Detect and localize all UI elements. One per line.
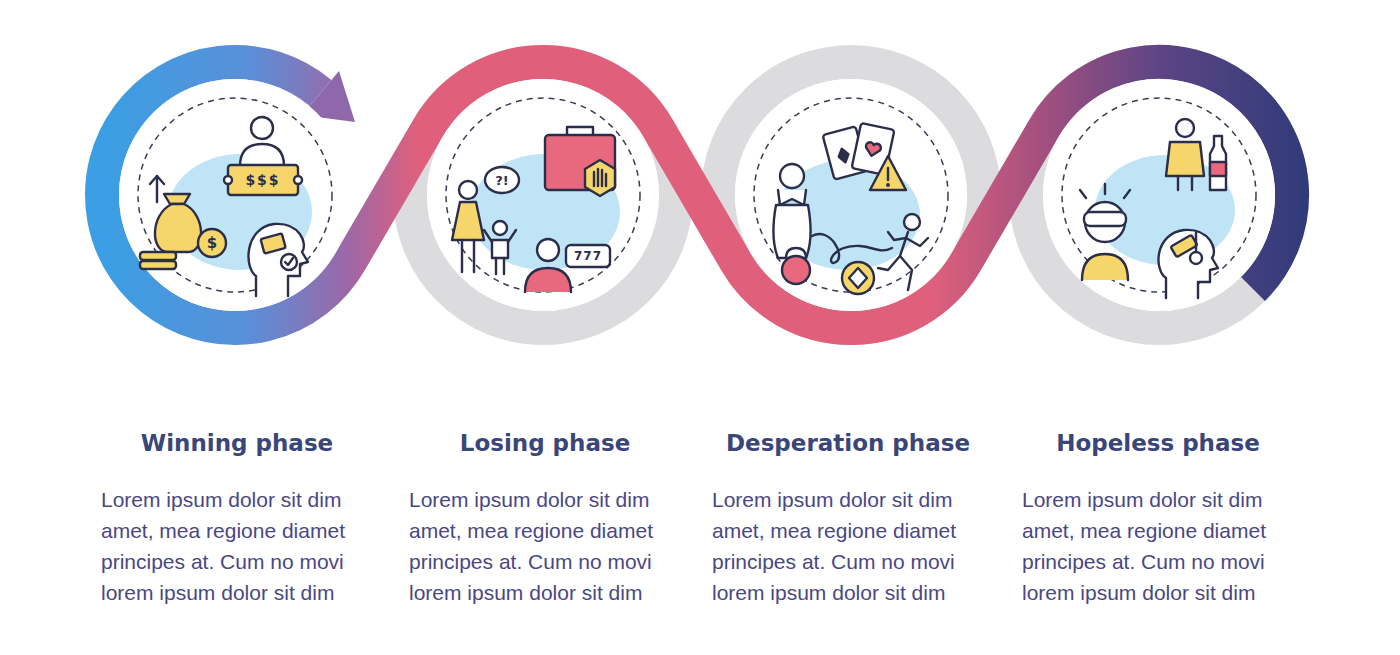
winning-icon-part <box>285 258 293 265</box>
phase-description: Lorem ipsum dolor sit dim amet, mea regi… <box>712 484 984 608</box>
desperation-icon-part <box>888 232 906 240</box>
phase-title: Hopeless phase <box>1022 428 1294 458</box>
phase-block: Losing phaseLorem ipsum dolor sit dim am… <box>409 428 681 608</box>
winning-icon-part <box>249 224 308 296</box>
blob <box>168 154 1235 270</box>
winning-icon <box>140 117 308 296</box>
phase-description: Lorem ipsum dolor sit dim amet, mea regi… <box>101 484 373 608</box>
losing-icon-part <box>503 258 505 274</box>
phase-description: Lorem ipsum dolor sit dim amet, mea regi… <box>1022 484 1294 608</box>
winning-icon-part <box>228 165 298 195</box>
desperation-icon-part <box>906 238 928 246</box>
desperation-icon-part <box>887 168 889 180</box>
desperation-icon-part <box>878 256 900 270</box>
winning-icon-part <box>294 176 302 184</box>
hopeless-icon-part <box>1124 190 1130 198</box>
losing-icon-part <box>594 169 606 186</box>
icon-label: ?! <box>495 174 508 187</box>
winning-icon-part <box>261 233 286 253</box>
phase-block: Hopeless phaseLorem ipsum dolor sit dim … <box>1022 428 1294 608</box>
hopeless-icon-part <box>1195 232 1197 252</box>
hopeless-icon-part <box>1166 142 1204 176</box>
hopeless-icon-part <box>1084 212 1126 226</box>
losing-icon-part <box>485 167 519 193</box>
desperation-icon-part <box>778 190 806 205</box>
winning-icon-part <box>140 252 176 260</box>
winning-icon-part <box>156 176 158 202</box>
hopeless-icon-part <box>1082 254 1128 280</box>
losing-icon-part <box>452 202 484 240</box>
losing-icon-part <box>508 230 516 242</box>
losing-icon-part <box>473 240 475 272</box>
losing-icon-part <box>492 240 508 258</box>
phase-title: Desperation phase <box>712 428 984 458</box>
hopeless-icon-part <box>1191 176 1193 190</box>
icon-label: $$$ <box>245 173 280 187</box>
icon-label: 777 <box>574 250 602 262</box>
winning-icon-part <box>281 254 297 270</box>
losing-icon-part <box>461 240 463 272</box>
hopeless-icon-part <box>1080 190 1086 198</box>
desperation-icon-part <box>837 147 850 163</box>
hopeless-icon-part <box>1190 252 1202 264</box>
desperation-icon-part <box>904 214 920 230</box>
ribbon <box>102 62 1292 328</box>
ribbon-part <box>102 62 1292 328</box>
losing-icon-part <box>537 239 559 261</box>
losing-icon-part <box>525 268 571 292</box>
phase-block: Winning phaseLorem ipsum dolor sit dim a… <box>101 428 373 608</box>
desperation-icon-part <box>780 164 804 188</box>
phase-title: Winning phase <box>101 428 373 458</box>
losing-icon-part <box>493 221 507 235</box>
dashed-circle-part <box>446 98 640 292</box>
winning-icon-part <box>240 144 284 166</box>
losing-icon-part <box>566 245 610 267</box>
losing-icon-part <box>459 181 477 199</box>
desperation-icon <box>773 123 928 294</box>
inner-disc-part <box>735 79 967 311</box>
winning-icon-part <box>140 261 176 269</box>
inner-disc-part <box>1043 79 1275 311</box>
grey-ring <box>410 62 1292 328</box>
phase-block: Desperation phaseLorem ipsum dolor sit d… <box>712 428 984 608</box>
hopeless-icon <box>1080 119 1226 298</box>
hopeless-icon-part <box>1177 176 1179 190</box>
winning-icon-part <box>251 117 273 139</box>
desperation-icon-part <box>842 262 874 294</box>
losing-icon <box>452 127 615 292</box>
hopeless-icon-part <box>1210 162 1226 176</box>
winning-icon-part <box>224 176 232 184</box>
hopeless-icon-part <box>1104 184 1106 194</box>
winning-icon-part <box>198 229 226 257</box>
hopeless-icon-part <box>1210 136 1226 190</box>
inner-disc-part <box>427 79 659 311</box>
phase-title: Losing phase <box>409 428 681 458</box>
losing-icon-part <box>495 258 497 274</box>
icon-label: $ <box>207 236 217 251</box>
hopeless-icon-part <box>1159 230 1218 298</box>
winning-icon-part <box>155 204 201 252</box>
desperation-icon-part <box>887 184 889 186</box>
phase-description: Lorem ipsum dolor sit dim amet, mea regi… <box>409 484 681 608</box>
losing-icon-part <box>484 230 492 242</box>
desperation-icon-part <box>864 142 881 158</box>
inner-disc-part <box>119 79 351 311</box>
winning-icon-part <box>150 176 164 184</box>
desperation-icon-part <box>870 156 906 190</box>
inner-disc <box>119 79 1275 311</box>
desperation-icon-part <box>849 268 867 288</box>
hopeless-icon-part <box>1176 119 1194 137</box>
desperation-icon-part <box>782 256 810 284</box>
winning-icon-part <box>164 194 190 204</box>
desperation-icon-part <box>812 234 892 263</box>
hopeless-icon-part <box>1085 202 1125 242</box>
losing-icon-part <box>585 160 615 196</box>
desperation-icon-part <box>773 205 810 258</box>
